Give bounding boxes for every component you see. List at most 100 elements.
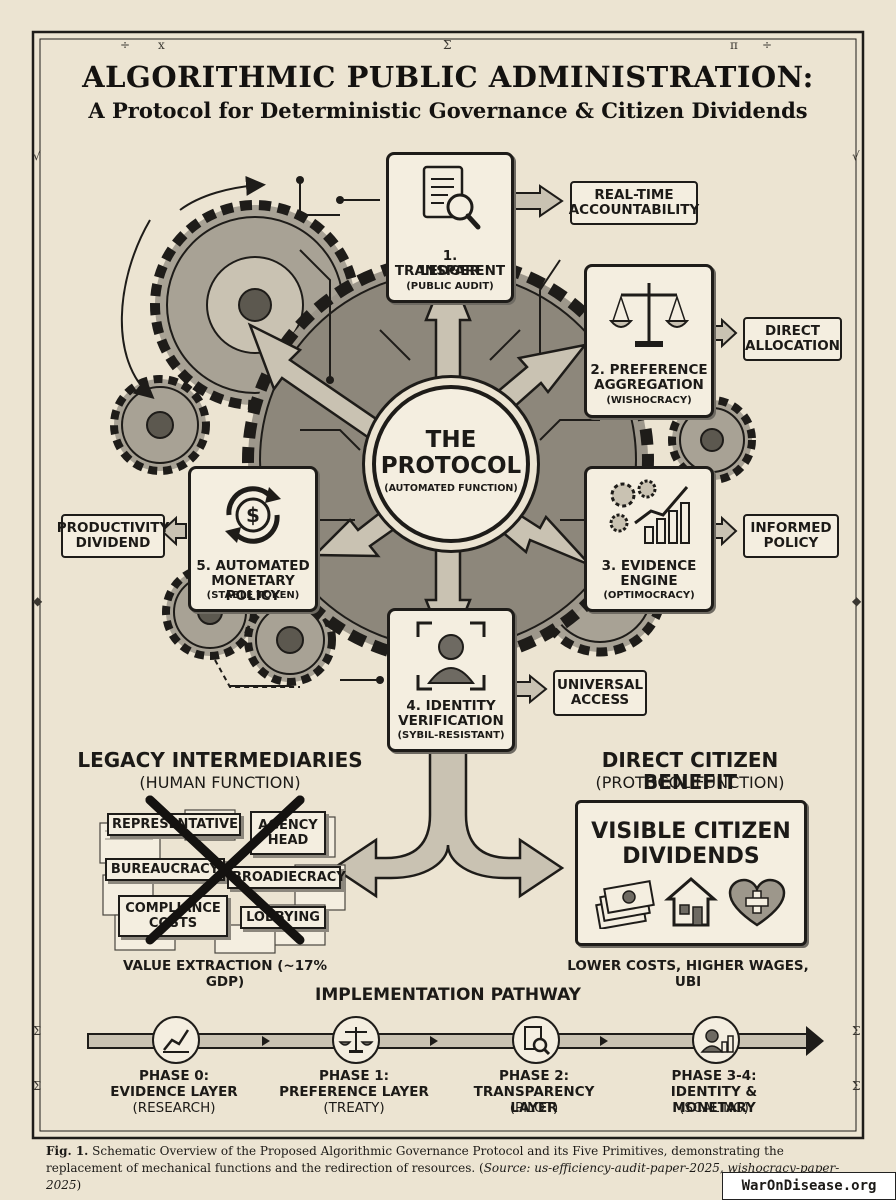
document-search-icon <box>524 1026 551 1056</box>
legacy-item-agency-head: AGENCY HEAD <box>250 811 326 855</box>
phase-1-line2: PREFERENCE LAYER <box>279 1084 429 1100</box>
outcome-2-line1: DIRECT <box>765 323 820 339</box>
phase-1-icon-circle <box>332 1016 380 1064</box>
caption-text: Schematic Overview of the Proposed Algor… <box>46 1144 784 1175</box>
svg-text:$: $ <box>246 503 260 527</box>
svg-text:π: π <box>730 38 738 52</box>
primitive-box-identity: 4. IDENTITY VERIFICATION (SYBIL-RESISTAN… <box>387 608 515 752</box>
legacy-item-compliance-costs: COMPLIANCE COSTS <box>118 895 228 937</box>
caption-source-label: Source: <box>483 1161 535 1175</box>
svg-text:◆: ◆ <box>852 594 862 608</box>
svg-text:√: √ <box>33 149 41 163</box>
primitive-box-ledger: 1. TRANSPARENT LEDGER (PUBLIC AUDIT) <box>386 152 514 303</box>
legacy-item-representative: REPRESENTATIVE <box>107 813 241 836</box>
dollar-cycle-icon: $ <box>225 486 281 544</box>
outer-frame <box>31 30 865 1140</box>
svg-text:Σ: Σ <box>33 1079 41 1093</box>
phase-2-icon-circle <box>512 1016 560 1064</box>
primitive-1-sub: (PUBLIC AUDIT) <box>406 281 494 292</box>
cash-icon <box>595 880 655 929</box>
primitive-1-line2: LEDGER <box>420 263 480 279</box>
legacy-item-bureaucracy: BUREAUCRACY <box>105 858 225 881</box>
primitive-5-line1: 5. AUTOMATED <box>196 558 310 574</box>
svg-text:÷: ÷ <box>762 38 772 52</box>
outcome-1-line2: ACCOUNTABILITY <box>568 202 700 218</box>
benefit-heading: DIRECT CITIZEN BENEFIT <box>601 748 779 794</box>
phase-3-icon-circle <box>692 1016 740 1064</box>
primitive-3-sub: (OPTIMOCRACY) <box>603 590 695 601</box>
page-subtitle: A Protocol for Deterministic Governance … <box>88 98 808 123</box>
cycle-arrow-top <box>179 175 266 211</box>
caption-source: us-efficiency-audit-paper-2025, wishocra… <box>46 1161 840 1192</box>
house-icon <box>664 877 718 927</box>
primitive-5-sub: (STABLE TOKEN) <box>206 590 300 601</box>
primitive-4-line2: VERIFICATION <box>398 713 504 729</box>
pathway-arrow <box>87 1026 824 1056</box>
phase-2-line1: PHASE 2: <box>498 1068 570 1084</box>
balance-scale-icon <box>609 283 689 347</box>
outcome-3-line2: POLICY <box>763 535 819 551</box>
phase-3-line1: PHASE 3-4: <box>671 1068 757 1084</box>
caption-close: ) <box>76 1178 82 1192</box>
primitive-4-line1: 4. IDENTITY <box>406 698 496 714</box>
legacy-item-lobbying: LOBBYING <box>240 906 326 929</box>
svg-text:Σ: Σ <box>443 38 451 52</box>
outcome-5-line1: PRODUCTIVITY <box>56 520 170 536</box>
circuit-nodes <box>296 176 544 684</box>
primitive-3-line2: ENGINE <box>620 573 678 589</box>
watermark[interactable]: WarOnDisease.org <box>722 1172 896 1200</box>
outcome-4-line2: ACCESS <box>570 692 630 708</box>
svg-text:Σ: Σ <box>852 1024 860 1038</box>
svg-text:÷: ÷ <box>120 38 130 52</box>
legacy-heading: LEGACY INTERMEDIARIES <box>77 748 363 772</box>
caption-label: Fig. 1. <box>46 1144 89 1158</box>
page-title: ALGORITHMIC PUBLIC ADMINISTRATION: <box>82 60 814 94</box>
ledger-magnifier-icon <box>422 165 481 230</box>
benefit-subheading: (PROTOCOL FUNCTION) <box>595 773 785 792</box>
core-title-line1: THE <box>425 427 477 453</box>
scale-icon <box>338 1027 374 1053</box>
pathway-heading: IMPLEMENTATION PATHWAY <box>315 985 581 1005</box>
legacy-item-broadiecracy: BROADIECRACY <box>227 866 346 889</box>
core-title-line2: PROTOCOL <box>380 453 522 479</box>
primitive-2-line2: AGGREGATION <box>594 377 704 393</box>
primitive-2-sub: (WISHOCRACY) <box>606 395 692 406</box>
inner-frame <box>39 38 857 1132</box>
svg-text:◆: ◆ <box>33 594 43 608</box>
phase-3-line2: IDENTITY & MONETARY <box>670 1084 758 1116</box>
primitive-box-preference: 2. PREFERENCE AGGREGATION (WISHOCRACY) <box>584 264 714 418</box>
person-scan-icon <box>416 621 486 691</box>
outcome-1-line1: REAL-TIME <box>594 187 674 203</box>
cycle-arrow-left <box>120 219 155 399</box>
outcome-5-line2: DIVIDEND <box>75 535 151 551</box>
primitive-5-line2: MONETARY POLICY <box>211 573 295 604</box>
phase-2-line2: TRANSPARENCY LAYER <box>473 1084 595 1116</box>
primitive-1-line1: 1. TRANSPARENT <box>394 248 506 279</box>
benefit-footer: LOWER COSTS, HIGHER WAGES, UBI <box>567 958 809 990</box>
primitive-box-monetary: $ 5. AUTOMATED MONETARY POLICY (STABLE T… <box>188 466 318 612</box>
protocol-core: THE PROTOCOL (AUTOMATED FUNCTION) <box>372 385 530 543</box>
phase-0-line1: PHASE 0: <box>138 1068 210 1084</box>
core-subtitle: (AUTOMATED FUNCTION) <box>384 483 518 494</box>
split-arrow <box>331 748 565 899</box>
dashed-connector <box>214 659 300 688</box>
phase-3-sub: (SCALING) <box>679 1100 749 1116</box>
legacy-subheading: (HUMAN FUNCTION) <box>139 773 301 792</box>
phase-0-icon-circle <box>152 1016 200 1064</box>
outcome-3-line1: INFORMED <box>750 520 832 536</box>
outcome-arrows <box>160 184 738 705</box>
phase-1-sub: (TREATY) <box>323 1100 385 1116</box>
svg-text:x: x <box>158 38 165 52</box>
phase-0-line2: EVIDENCE LAYER <box>110 1084 238 1100</box>
citizen-dividends-box: VISIBLE CITIZEN DIVIDENDS <box>575 800 807 946</box>
identity-coin-icon <box>700 1029 734 1053</box>
primitive-box-evidence: 3. EVIDENCE ENGINE (OPTIMOCRACY) <box>584 466 714 612</box>
heart-plus-icon <box>728 878 786 927</box>
phase-2-sub: (PILOT) <box>509 1100 559 1116</box>
